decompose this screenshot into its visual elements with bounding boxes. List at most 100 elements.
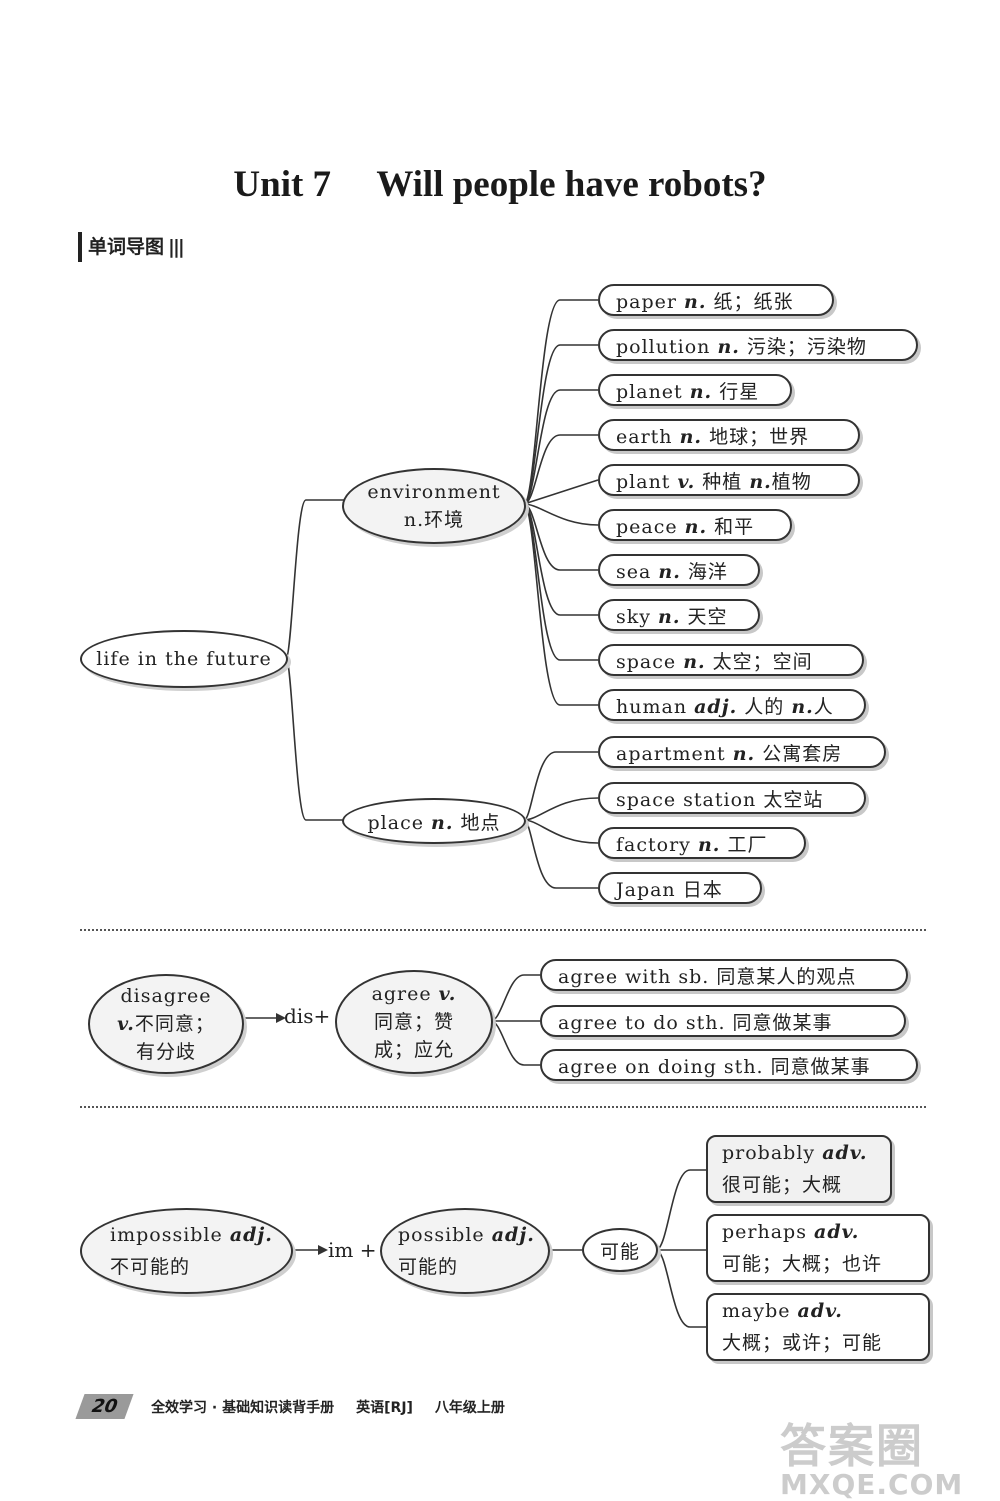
agree-node: agree v. 同意；赞 成；应允 [335, 970, 493, 1074]
hub-node: 可能 [582, 1228, 658, 1272]
connector-root-place [285, 657, 344, 821]
unit-number: Unit 7 [233, 164, 332, 205]
divider [80, 929, 926, 931]
pos: n. [697, 833, 721, 856]
footer: 20 全效学习 · 基础知识读背手册 英语[RJ] 八年级上册 [75, 1394, 527, 1419]
pos: n. [658, 560, 681, 583]
meaning: 种植 [702, 470, 743, 493]
pos: n. [658, 605, 681, 628]
synonym-pos: adv. [822, 1142, 868, 1164]
agree-pos: v. [438, 983, 457, 1005]
footer-subject: 英语[RJ] [356, 1399, 413, 1416]
word: sea [616, 560, 652, 583]
impossible-word: impossible [110, 1224, 223, 1246]
place-word: place [367, 811, 424, 834]
place-word-item: apartment n. 公寓套房 [598, 736, 886, 768]
watermark-url: MXQE.COM [780, 1468, 964, 1501]
place-word-item: space station 太空站 [598, 782, 866, 814]
synonym-meaning: 可能；大概；也许 [722, 1253, 883, 1275]
meaning: 污染；污染物 [746, 335, 867, 358]
meaning: 行星 [719, 380, 760, 403]
environment-def: n.环境 [403, 509, 465, 531]
place-word-item: factory n. 工厂 [598, 827, 806, 859]
meaning: 纸；纸张 [713, 290, 794, 313]
agree-line1: 同意；赞 [373, 1011, 454, 1033]
pos: n. [732, 742, 756, 765]
meaning: 日本 [682, 878, 723, 901]
meaning: 公寓套房 [762, 742, 843, 765]
synonym-item: probably adv.很可能；大概 [706, 1135, 892, 1203]
synonym-item: perhaps adv.可能；大概；也许 [706, 1214, 930, 1282]
meaning: 海洋 [687, 560, 728, 583]
root-label: life in the future [96, 648, 272, 670]
root-node: life in the future [80, 630, 288, 688]
meaning: 地球；世界 [709, 425, 810, 448]
watermark-cn: 答案圈 [780, 1419, 924, 1473]
place-meaning: 地点 [460, 811, 501, 834]
meaning: 太空站 [763, 788, 824, 811]
word: planet [616, 380, 683, 403]
unit-question: Will people have robots? [376, 164, 767, 205]
pos: n. [684, 515, 708, 538]
meaning2: 人 [813, 695, 834, 718]
possible-pos: adj. [491, 1224, 535, 1246]
meaning: 工厂 [727, 833, 768, 856]
synonym-pos: adv. [797, 1300, 843, 1322]
watermark: 答案圈 MXQE.COM [780, 1410, 963, 1501]
place-word-item: Japan 日本 [598, 872, 762, 904]
pos: n. [684, 290, 707, 313]
pos: adj. [694, 695, 738, 718]
pos: n. [679, 425, 703, 448]
pos: n. [717, 335, 740, 358]
impossible-node: impossible adj. 不可能的 [80, 1208, 293, 1294]
place-node: place n. 地点 [342, 798, 526, 844]
section-label: 单词导图||| [78, 232, 187, 262]
agree-phrase-item: agree on doing sth. 同意做某事 [540, 1049, 918, 1081]
arrowhead-icon [318, 1245, 328, 1255]
disagree-node: disagree v.不同意； 有分歧 [88, 974, 244, 1074]
meaning: 天空 [687, 605, 728, 628]
page-number: 20 [75, 1394, 134, 1419]
possible-node: possible adj. 可能的 [380, 1208, 550, 1294]
word: apartment [616, 742, 726, 765]
synonym-pos: adv. [814, 1221, 860, 1243]
word: peace [616, 515, 678, 538]
word: pollution [616, 335, 711, 358]
meaning: 人的 [744, 695, 785, 718]
env-word-item: human adj. 人的 n.人 [598, 689, 866, 721]
env-word-item: sky n. 天空 [598, 599, 760, 631]
env-word-item: sea n. 海洋 [598, 554, 760, 586]
env-word-item: peace n. 和平 [598, 509, 792, 541]
word: plant [616, 470, 671, 493]
disagree-line2: 有分歧 [135, 1041, 196, 1063]
agree-word: agree [371, 983, 432, 1005]
word: Japan [616, 878, 676, 901]
env-word-item: planet n. 行星 [598, 374, 792, 406]
meaning: 和平 [714, 515, 755, 538]
meaning: 太空；空间 [712, 650, 813, 673]
impossible-meaning: 不可能的 [110, 1256, 191, 1278]
synonym-item: maybe adv.大概；或许；可能 [706, 1293, 930, 1361]
im-prefix: im + [328, 1238, 377, 1262]
agree-phrase-item: agree with sb. 同意某人的观点 [540, 959, 908, 991]
word: space station [616, 788, 757, 811]
pos: n. [689, 380, 713, 403]
env-word-item: earth n. 地球；世界 [598, 419, 860, 451]
impossible-pos: adj. [229, 1224, 273, 1246]
section-label-text: 单词导图 [88, 236, 165, 258]
pos2: n. [749, 470, 772, 493]
disagree-word: disagree [120, 985, 212, 1007]
bars-icon: ||| [168, 236, 185, 258]
dis-prefix: dis+ [284, 1004, 331, 1028]
environment-word: environment [367, 481, 501, 503]
synonym-word: probably [722, 1142, 816, 1164]
agree-phrase-item: agree to do sth. 同意做某事 [540, 1005, 906, 1037]
word: sky [616, 605, 651, 628]
connector-root-environment [285, 499, 344, 659]
env-word-item: pollution n. 污染；污染物 [598, 329, 918, 361]
divider [80, 1106, 926, 1108]
possible-word: possible [398, 1224, 485, 1246]
word: earth [616, 425, 673, 448]
environment-node: environment n.环境 [342, 468, 526, 544]
